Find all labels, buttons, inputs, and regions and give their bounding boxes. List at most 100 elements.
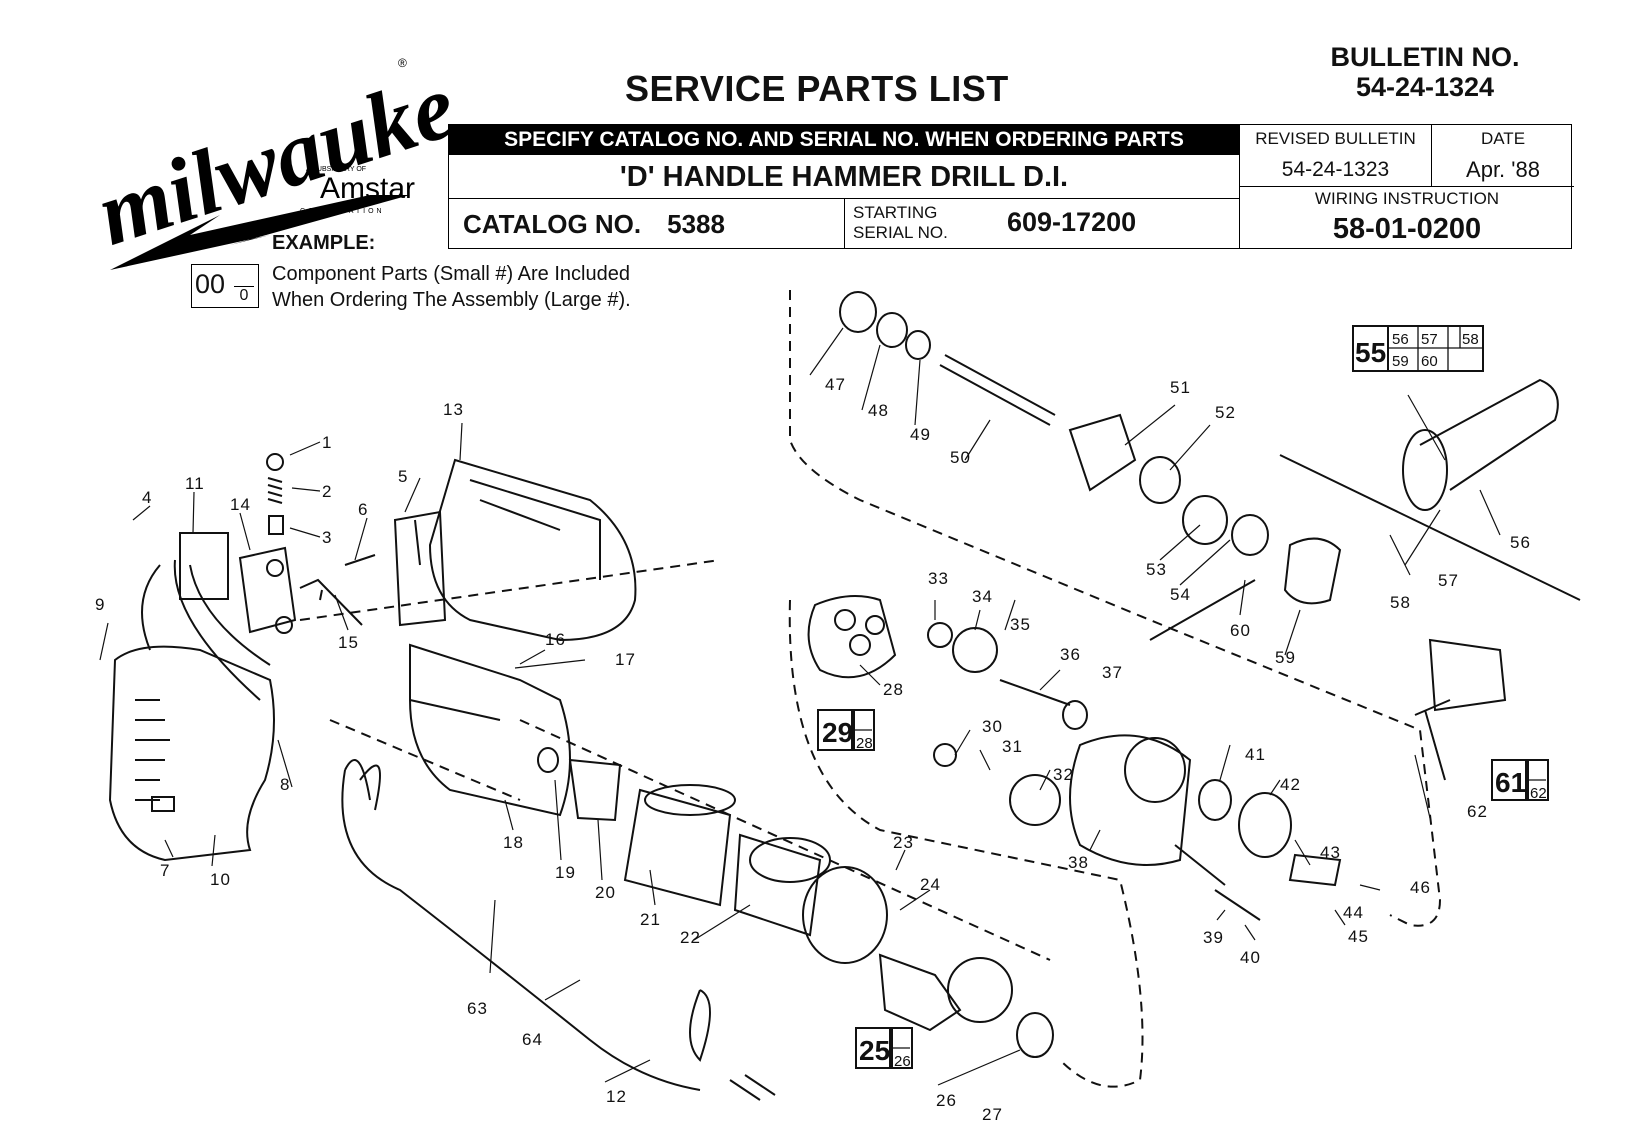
- bearing-47: [839, 291, 877, 333]
- part-1: [266, 453, 284, 471]
- assembly-25-big: 25: [859, 1035, 890, 1066]
- rod-57: [1279, 454, 1581, 601]
- part-label-30: 30: [982, 717, 1003, 736]
- part-label-31: 31: [1002, 737, 1023, 756]
- part-label-5: 5: [398, 467, 408, 486]
- part-label-21: 21: [640, 910, 661, 929]
- clip-12: [689, 989, 711, 1062]
- wiring-instruction-value: 58-01-0200: [1332, 213, 1482, 245]
- part-label-59: 59: [1275, 648, 1296, 667]
- logo-amstar: Amstar: [320, 172, 415, 205]
- screw-39: [1174, 844, 1226, 886]
- example-small-number: 0: [239, 287, 249, 304]
- assembly-box-61-62: 61 62: [1491, 759, 1549, 802]
- part-label-4: 4: [142, 488, 152, 507]
- date-label: DATE: [1480, 129, 1526, 148]
- part-label-19: 19: [555, 863, 576, 882]
- revised-bulletin-label: REVISED BULLETIN: [1240, 125, 1432, 153]
- part-label-37: 37: [1102, 663, 1123, 682]
- part-label-49: 49: [910, 425, 931, 444]
- clamp-59: [1283, 537, 1342, 605]
- part-label-3: 3: [322, 528, 332, 547]
- gear-plate-29: [807, 595, 897, 679]
- part-label-64: 64: [522, 1030, 543, 1049]
- sleeve-51: [1068, 413, 1137, 492]
- part-label-27: 27: [982, 1105, 1003, 1124]
- brush-plate-11: [179, 532, 229, 600]
- part-44: [1288, 853, 1342, 887]
- key-62: [1414, 699, 1451, 781]
- part-label-28: 28: [883, 680, 904, 699]
- part-label-47: 47: [825, 375, 846, 394]
- logo-subsidiary: A SUBSIDIARY OF: [306, 166, 366, 173]
- handle-half-7: [108, 645, 275, 862]
- part-3-brush: [268, 515, 284, 535]
- part-label-7: 7: [160, 861, 170, 880]
- bolt-60: [1149, 579, 1256, 641]
- spindle-50: [939, 354, 1056, 426]
- part-41: [1198, 779, 1232, 821]
- example-line-2: When Ordering The Assembly (Large #).: [272, 289, 631, 311]
- part-label-12: 12: [606, 1087, 627, 1106]
- wiring-instruction-label: WIRING INSTRUCTION: [1314, 189, 1500, 208]
- assembly-61-small: 62: [1530, 785, 1547, 802]
- part-label-8: 8: [280, 775, 290, 794]
- revised-bulletin-value: 54-24-1323: [1240, 153, 1432, 187]
- part-label-26: 26: [936, 1091, 957, 1110]
- assembly-55-top-58: 58: [1462, 331, 1479, 348]
- field-22: [733, 833, 822, 937]
- part-label-35: 35: [1010, 615, 1031, 634]
- part-label-63: 63: [467, 999, 488, 1018]
- part-label-18: 18: [503, 833, 524, 852]
- part-label-41: 41: [1245, 745, 1266, 764]
- part-label-9: 9: [95, 595, 105, 614]
- part-label-56: 56: [1510, 533, 1531, 552]
- serial-value: 609-17200: [1007, 207, 1137, 237]
- assembly-55-top-56: 56: [1392, 331, 1409, 348]
- part-label-16: 16: [545, 630, 566, 649]
- catalog-number-cell: CATALOG NO.5388: [449, 199, 845, 249]
- ring-52: [1139, 456, 1181, 504]
- part-label-32: 32: [1053, 765, 1074, 784]
- part-label-38: 38: [1068, 853, 1089, 872]
- cord-63: [341, 769, 701, 1091]
- part-label-23: 23: [893, 833, 914, 852]
- assembly-25-small: 26: [894, 1053, 911, 1070]
- part-label-57: 57: [1438, 571, 1459, 590]
- lightning-bolt-icon: [110, 195, 410, 270]
- side-handle-56: [1419, 378, 1559, 491]
- header-table: SPECIFY CATALOG NO. AND SERIAL NO. WHEN …: [448, 124, 1574, 249]
- part-33: [927, 622, 953, 648]
- assembly-61-big: 61: [1495, 767, 1526, 798]
- housing-13: [428, 458, 637, 642]
- example-small-number-cell: 0: [232, 271, 256, 305]
- assembly-box-25-26: 25 26: [855, 1027, 913, 1070]
- specify-banner: SPECIFY CATALOG NO. AND SERIAL NO. WHEN …: [449, 125, 1239, 155]
- part-label-62: 62: [1467, 802, 1488, 821]
- tool-name: 'D' HANDLE HAMMER DRILL D.I.: [449, 155, 1239, 199]
- part-label-15: 15: [338, 633, 359, 652]
- part-5-switch: [393, 510, 447, 627]
- assembly-55-big: 55: [1355, 337, 1386, 368]
- part-label-33: 33: [928, 569, 949, 588]
- part-15: [299, 578, 363, 626]
- catalog-label: CATALOG NO.: [463, 209, 642, 239]
- gearcase-38: [1069, 734, 1192, 866]
- part-label-34: 34: [972, 587, 993, 606]
- washer-54: [1231, 514, 1269, 556]
- part-label-42: 42: [1280, 775, 1301, 794]
- bulletin-number: 54-24-1324: [1355, 72, 1495, 102]
- part-label-60: 60: [1230, 621, 1251, 640]
- page-title: SERVICE PARTS LIST: [625, 68, 1009, 109]
- part-label-51: 51: [1170, 378, 1191, 397]
- part-label-52: 52: [1215, 403, 1236, 422]
- date-value: Apr. '88: [1432, 153, 1574, 187]
- part-label-36: 36: [1060, 645, 1081, 664]
- part-label-13: 13: [443, 400, 464, 419]
- assembly-55-bottom-59: 59: [1392, 353, 1409, 370]
- switch-14: [238, 546, 297, 634]
- bearing-37: [1062, 700, 1088, 730]
- assembly-55-bottom-60: 60: [1421, 353, 1438, 370]
- part-label-20: 20: [595, 883, 616, 902]
